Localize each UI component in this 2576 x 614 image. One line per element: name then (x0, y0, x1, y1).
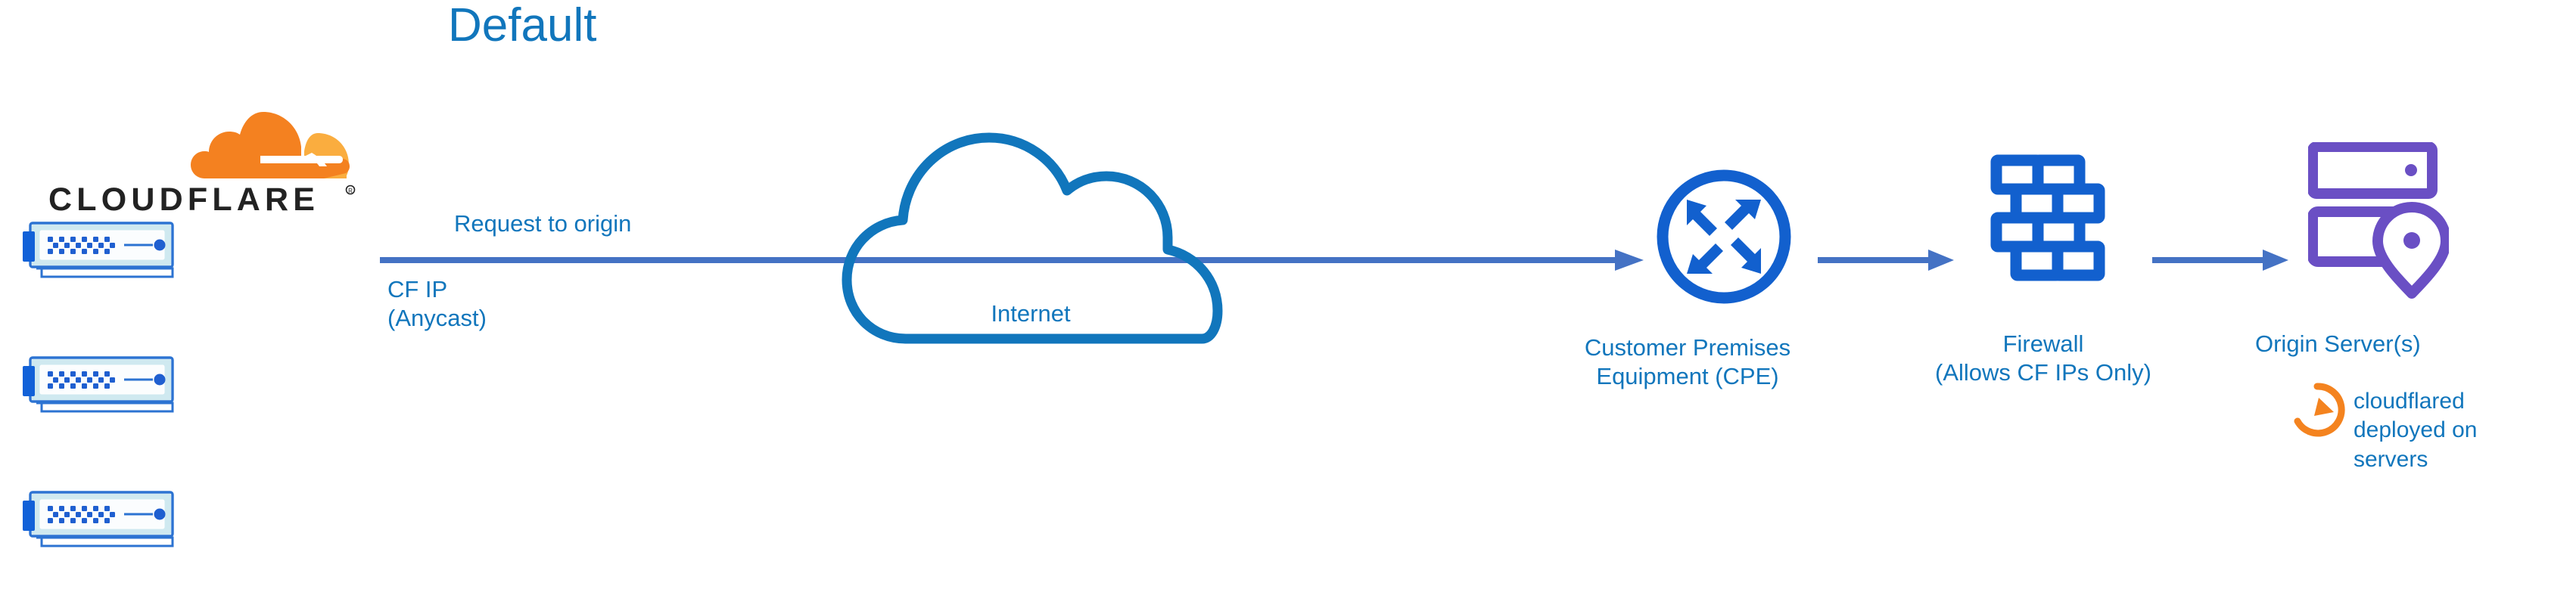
cloudflare-cloud-logo-icon (191, 112, 350, 178)
label-cloudflared-deployed: cloudflared deployed on servers (2354, 389, 2478, 472)
connector-firewall-to-origin (2152, 250, 2288, 271)
connector-cpe-to-firewall (1818, 250, 1954, 271)
internet-cloud-icon (842, 132, 1223, 344)
label-request-to-origin: Request to origin (454, 210, 632, 237)
label-internet: Internet (991, 300, 1071, 327)
svg-text:R: R (348, 188, 353, 194)
connector-edge-to-cpe (380, 250, 1644, 271)
server-rack-icon-1[interactable] (17, 221, 177, 280)
svg-text:CLOUDFLARE: CLOUDFLARE (48, 181, 319, 218)
label-firewall: Firewall (Allows CF IPs Only) (1935, 330, 2151, 386)
label-customer-premises-equipment: Customer Premises Equipment (CPE) (1584, 334, 1791, 389)
cloudflare-brand: CLOUDFLARE R (15, 106, 371, 227)
brick-wall-icon[interactable] (1984, 153, 2122, 298)
cloudflare-wordmark: CLOUDFLARE R (48, 181, 356, 218)
server-rack-icon-2[interactable] (17, 355, 177, 414)
router-icon[interactable] (1654, 166, 1794, 307)
label-origin-server: Origin Server(s) (2255, 330, 2421, 357)
label-cf-ip-anycast: CF IP (Anycast) (387, 276, 487, 331)
server-rack-icon-3[interactable] (17, 490, 177, 549)
origin-server-icon[interactable] (2308, 142, 2449, 301)
page-title: Default (448, 0, 597, 51)
sync-arrow-icon (2294, 383, 2345, 437)
